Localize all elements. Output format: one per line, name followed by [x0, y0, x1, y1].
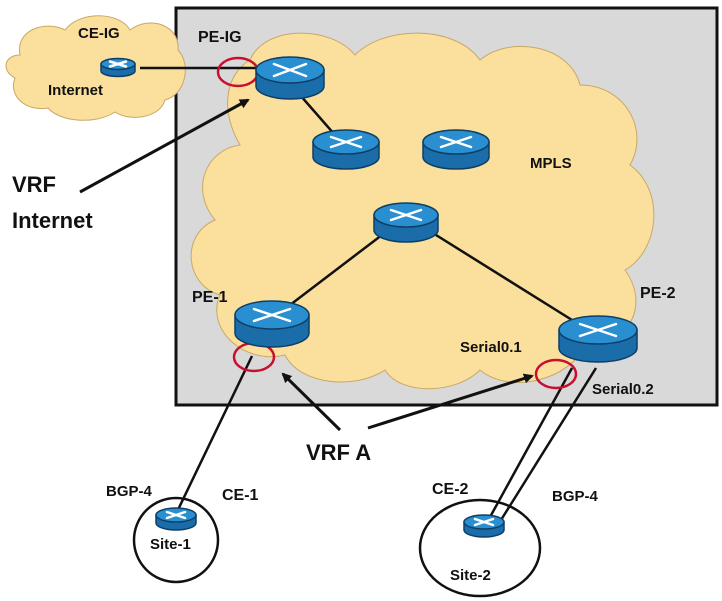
link-peig-core1: [299, 94, 336, 136]
vrf-internet-label-line2: Internet: [12, 208, 93, 233]
site-2-label: Site-2: [450, 567, 491, 584]
ce-ig-label: CE-IG: [78, 25, 120, 42]
link-pe2-ce2-b: [494, 367, 598, 529]
pe-ig-label: PE-IG: [198, 29, 242, 46]
link-core3-pe2: [419, 223, 581, 327]
router-icon: [422, 129, 490, 170]
router-icon: [100, 57, 136, 78]
site-1-label: Site-1: [150, 536, 191, 553]
pe-1-label: PE-1: [192, 289, 228, 306]
mpls-label: MPLS: [530, 155, 572, 172]
serial-0-2-label: Serial0.2: [592, 381, 654, 398]
link-pe2-ce2-a: [482, 367, 574, 529]
router-icon: [463, 514, 505, 538]
pe-2-label: PE-2: [640, 285, 676, 302]
router-icon: [558, 315, 638, 363]
vrf-internet-label-line1: VRF: [12, 172, 56, 197]
router-icon: [255, 56, 325, 100]
bgp4-left-label: BGP-4: [106, 483, 153, 500]
link-pe1-core3: [289, 224, 396, 306]
vrf-a-label: VRF A: [306, 440, 371, 465]
arrow-vrf-internet: [79, 98, 250, 194]
internet-cloud-label: Internet: [48, 82, 103, 99]
arrow-vrf-a-pe2: [367, 373, 534, 430]
router-icon: [155, 507, 197, 531]
site-2-circle: [418, 498, 542, 598]
router-icon: [312, 129, 380, 170]
bgp4-right-label: BGP-4: [552, 488, 599, 505]
ce-2-label: CE-2: [432, 481, 469, 498]
internet-cloud: [5, 15, 186, 121]
ce-1-label: CE-1: [222, 487, 259, 504]
router-icon: [234, 300, 310, 348]
router-icon: [373, 202, 439, 243]
site-1-circle: [132, 496, 220, 584]
interface-ring-pe2: [534, 358, 578, 390]
link-pe1-ce1: [173, 355, 254, 517]
arrow-vrf-a-pe1: [281, 372, 342, 432]
serial-0-1-label: Serial0.1: [460, 339, 522, 356]
